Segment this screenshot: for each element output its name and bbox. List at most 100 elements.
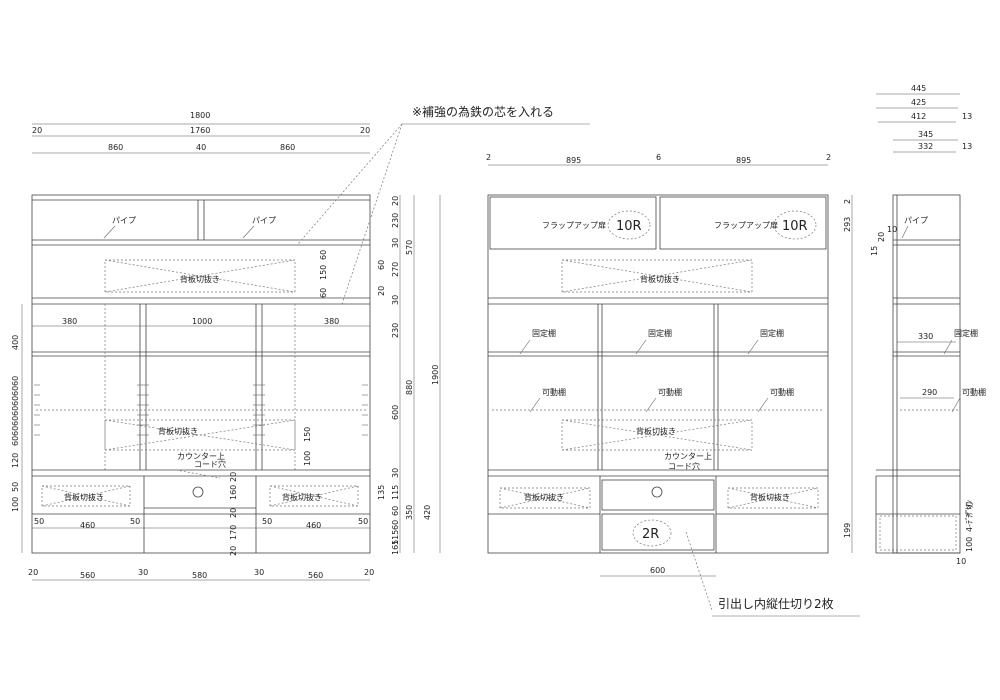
- front-dimensions: 1800 20 1760 20 860 40 860 380 1000 380 …: [11, 111, 441, 581]
- svg-text:350: 350: [405, 505, 414, 520]
- back-backboard-cutout-label-mid: 背板切抜き: [636, 426, 676, 436]
- svg-text:20: 20: [360, 126, 370, 135]
- side-dimensions: 445 425 412 13 345 332 13 10 20 15 330 2…: [870, 84, 974, 566]
- front-pipe-label-right: パイプ: [252, 216, 276, 225]
- note-steel-core: ※補強の為鉄の芯を入れる: [297, 104, 590, 305]
- dim-overall-width: 1800: [190, 111, 210, 120]
- svg-text:115: 115: [391, 485, 400, 500]
- svg-text:60: 60: [11, 436, 20, 446]
- svg-text:6: 6: [656, 153, 661, 162]
- svg-text:30: 30: [391, 295, 400, 305]
- svg-text:150: 150: [303, 427, 312, 442]
- radius-10r-left: 10R: [616, 219, 642, 234]
- svg-text:1760: 1760: [190, 126, 210, 135]
- finger-cut-label: 4-ﾃﾞｻﾞｲﾝ: [965, 500, 974, 532]
- cord-hole-label: コード穴: [194, 459, 226, 469]
- side-cabinet-outline: [892, 194, 961, 554]
- svg-text:2: 2: [486, 153, 491, 162]
- svg-text:895: 895: [566, 156, 581, 165]
- svg-text:50: 50: [358, 517, 368, 526]
- front-backboard-cutout-label: 背板切抜き: [180, 274, 220, 284]
- svg-text:60: 60: [11, 416, 20, 426]
- fixed-shelf-label-1: 固定棚: [532, 328, 556, 338]
- svg-text:50: 50: [11, 482, 20, 492]
- svg-text:30: 30: [391, 238, 400, 248]
- svg-text:1900: 1900: [431, 365, 440, 385]
- svg-text:60: 60: [11, 376, 20, 386]
- svg-text:860: 860: [108, 143, 123, 152]
- svg-text:230: 230: [391, 213, 400, 228]
- svg-text:332: 332: [918, 142, 933, 151]
- svg-text:860: 860: [280, 143, 295, 152]
- svg-text:50: 50: [34, 517, 44, 526]
- svg-text:115: 115: [391, 530, 400, 545]
- svg-text:60: 60: [11, 426, 20, 436]
- svg-text:60: 60: [11, 396, 20, 406]
- movable-shelf-label-3: 可動棚: [770, 387, 794, 397]
- front-pipe-label-left: パイプ: [112, 216, 136, 225]
- svg-text:100: 100: [965, 537, 974, 552]
- front-backboard-cutout-label-lower-left: 背板切抜き: [64, 492, 104, 502]
- svg-text:460: 460: [306, 521, 321, 530]
- svg-text:60: 60: [391, 520, 400, 530]
- side-view: パイプ 固定棚 可動棚: [875, 194, 986, 554]
- back-backboard-cutout-label-lower-left: 背板切抜き: [524, 492, 564, 502]
- fixed-shelf-label-3: 固定棚: [760, 328, 784, 338]
- svg-text:293: 293: [843, 217, 852, 232]
- movable-shelf-label-2: 可動棚: [658, 387, 682, 397]
- svg-text:60: 60: [377, 260, 386, 270]
- svg-text:580: 580: [192, 571, 207, 580]
- sub-finger-label: ﾃﾞ切: [965, 502, 974, 518]
- back-cabinet-outline: [487, 194, 829, 554]
- svg-text:600: 600: [391, 405, 400, 420]
- side-pipe-label: パイプ: [904, 216, 928, 225]
- svg-text:380: 380: [62, 317, 77, 326]
- svg-text:20: 20: [877, 232, 886, 242]
- radius-10r-right: 10R: [782, 219, 808, 234]
- flap-door-label-right: フラップアップ扉: [714, 220, 778, 230]
- note-steel-core-text: ※補強の為鉄の芯を入れる: [412, 104, 554, 119]
- svg-text:30: 30: [391, 468, 400, 478]
- svg-text:412: 412: [911, 112, 926, 121]
- svg-text:50: 50: [262, 517, 272, 526]
- svg-text:895: 895: [736, 156, 751, 165]
- svg-text:330: 330: [918, 332, 933, 341]
- svg-text:40: 40: [196, 143, 206, 152]
- svg-text:2: 2: [826, 153, 831, 162]
- svg-text:60: 60: [319, 250, 328, 260]
- side-fixed-shelf-label: 固定棚: [954, 328, 978, 338]
- front-backboard-cutout-label-lower-right: 背板切抜き: [282, 492, 322, 502]
- svg-text:1000: 1000: [192, 317, 212, 326]
- svg-text:230: 230: [391, 323, 400, 338]
- svg-text:170: 170: [229, 525, 238, 540]
- svg-text:100: 100: [11, 497, 20, 512]
- dim-drawer-width: 600: [650, 566, 665, 575]
- svg-text:425: 425: [911, 98, 926, 107]
- svg-text:560: 560: [308, 571, 323, 580]
- svg-text:345: 345: [918, 130, 933, 139]
- svg-text:445: 445: [911, 84, 926, 93]
- svg-text:20: 20: [32, 126, 42, 135]
- back-counter-label: カウンター上: [664, 452, 712, 461]
- back-dimensions: 2 895 6 895 2 2 293 199 600: [486, 153, 853, 577]
- svg-text:15: 15: [870, 246, 879, 256]
- svg-text:60: 60: [11, 386, 20, 396]
- svg-text:560: 560: [80, 571, 95, 580]
- svg-text:160: 160: [229, 485, 238, 500]
- svg-text:460: 460: [80, 521, 95, 530]
- svg-text:570: 570: [405, 240, 414, 255]
- svg-text:120: 120: [11, 453, 20, 468]
- svg-text:199: 199: [843, 523, 852, 538]
- movable-shelf-label-1: 可動棚: [542, 387, 566, 397]
- back-view: 10R 10R 2R フラップアップ扉 フラップアップ扉 背板切抜き 固定棚 固…: [487, 194, 829, 554]
- svg-text:13: 13: [962, 142, 972, 151]
- svg-text:20: 20: [229, 546, 238, 556]
- svg-text:20: 20: [391, 196, 400, 206]
- svg-text:270: 270: [391, 262, 400, 277]
- back-backboard-cutout-label: 背板切抜き: [640, 274, 680, 284]
- svg-text:10: 10: [956, 557, 966, 566]
- radius-2r: 2R: [642, 527, 659, 542]
- back-cord-hole-label: コード穴: [668, 461, 700, 471]
- svg-text:60: 60: [391, 506, 400, 516]
